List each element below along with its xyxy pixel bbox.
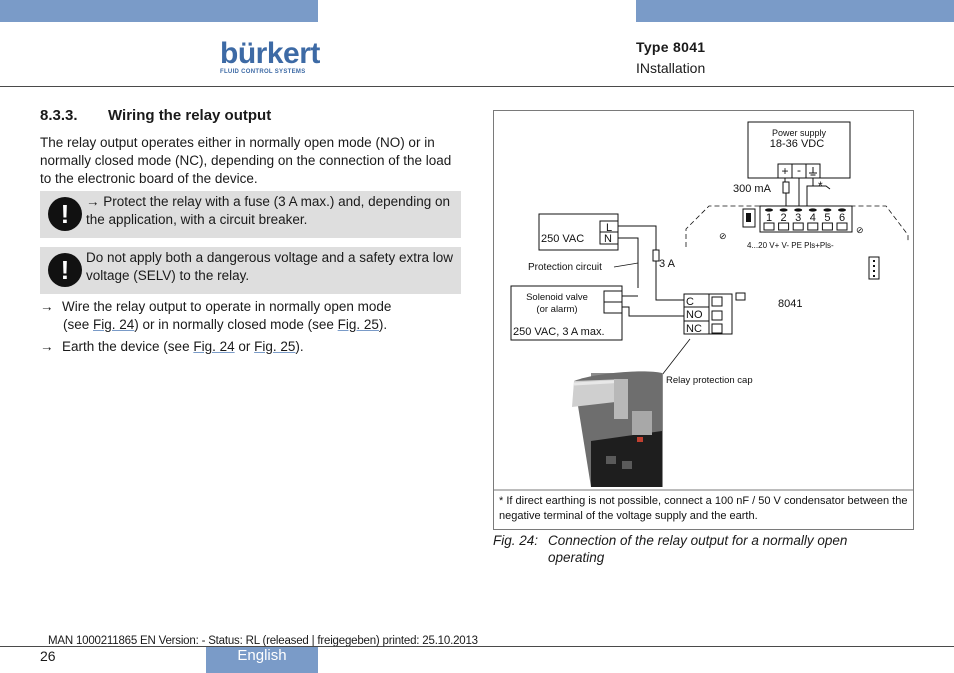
relay-nc-label: NC [686,323,702,335]
device-label: 8041 [778,298,802,310]
arrow-glyph: → [86,194,100,209]
connector-pins [873,260,875,277]
instruction-text: or [234,339,255,354]
figure-caption: Fig. 24: Connection of the relay output f… [493,532,873,566]
footer-divider [0,646,954,647]
power-supply-label: Power supply [772,128,827,138]
fuse-label: 3 A [659,258,676,270]
terminal-screw [779,208,788,212]
current-label: 300 mA [733,183,772,195]
solenoid-sublabel: (or alarm) [536,304,577,315]
logo-wordmark: bürkert [220,37,320,70]
relay-no-label: NO [686,309,703,321]
terminal-slot [836,222,848,231]
terminal-function-labels: 4...20 V+ V- PE Pls+Pls- [747,241,834,250]
fig24-link[interactable]: Fig. 24 [193,339,235,354]
terminal-number-2: 2 [781,212,787,224]
doc-section: INstallation [636,60,706,76]
terminal-number-4: 4 [810,212,816,224]
instruction-text: Wire the relay output to operate in norm… [62,299,392,314]
terminal-slot [821,222,833,231]
fig25-link[interactable]: Fig. 25 [254,339,296,354]
terminal-number-5: 5 [824,212,830,224]
power-voltage-label: 18-36 VDC [770,138,824,150]
instruction-text: ). [378,317,388,332]
arrow-glyph: → [40,339,54,354]
warning-box-selv: ! Do not apply both a dangerous voltage … [40,247,461,294]
connector-block [868,256,880,280]
burkert-logo: bürkert FLUID CONTROL SYSTEMS [220,37,320,76]
warning-fuse-text: Protect the relay with a fuse (3 A max.)… [86,194,450,227]
caption-text: Connection of the relay output for a nor… [548,533,848,565]
terminal-screws [763,208,848,231]
screw-mark: ⊘ [719,231,727,241]
plus-terminal: + [781,164,788,178]
warning-box-fuse: ! → Protect the relay with a fuse (3 A m… [40,191,461,238]
warning-text-fuse: → Protect the relay with a fuse (3 A max… [86,193,460,229]
relay-cap-photo [572,371,663,487]
doc-type: Type 8041 [636,39,706,55]
relay-c-label: C [686,296,694,308]
neutral-terminal: N [604,233,612,245]
terminal-slot [807,222,819,231]
instruction-earth-device: → Earth the device (see Fig. 24 or Fig. 2… [40,338,460,356]
relay-block [683,293,733,335]
terminal-screw [794,208,803,212]
section-heading: 8.3.3. Wiring the relay output [40,107,271,124]
solenoid-label: Solenoid valve [526,292,588,303]
terminal-screw [838,208,846,212]
instruction-text: ). [295,339,304,354]
terminal-number-1: 1 [766,212,772,224]
vac-supply-label: 250 VAC [541,233,584,245]
fig25-link[interactable]: Fig. 25 [337,317,379,332]
switch-knob [746,213,751,222]
protection-circuit-label: Protection circuit [528,262,602,273]
terminal-slot [792,222,804,231]
intro-paragraph: The relay output operates either in norm… [40,135,452,186]
footnote-text: * If direct earthing is not possible, co… [499,495,908,522]
screw-mark: ⊘ [856,225,864,235]
terminal-screw [808,208,817,212]
language-tab: English [206,647,318,673]
exclamation-icon: ! [48,253,82,287]
relay-cap-label: Relay protection cap [666,375,753,386]
terminal-slot [763,222,775,231]
terminal-number-6: 6 [839,212,845,224]
fuse-300ma [782,181,790,194]
page-number: 26 [40,648,56,664]
instruction-text: Earth the device (see [62,339,194,354]
section-number: 8.3.3. [40,107,78,124]
instruction-text: ) or in normally closed mode (see [134,317,338,332]
logo-subtitle: FLUID CONTROL SYSTEMS [220,69,306,75]
line-terminal: L [606,222,612,234]
section-title: Wiring the relay output [108,107,272,124]
footer-meta: MAN 1000211865 EN Version: - Status: RL … [48,635,478,647]
terminal-screw [765,208,773,212]
terminal-number-3: 3 [795,212,801,224]
header-divider [0,86,954,87]
earth-symbol [809,167,817,176]
terminal-slot [778,222,790,231]
minus-terminal: - [797,163,801,177]
caption-label: Fig. 24: [493,533,539,548]
led-indicator [735,292,746,301]
header-band-left [0,0,318,22]
header-band-right [636,0,954,22]
instruction-text: (see [63,317,94,332]
warning-text-selv: Do not apply both a dangerous voltage an… [86,250,453,283]
solenoid-rating: 250 VAC, 3 A max. [513,326,605,338]
instruction-wire-relay: → Wire the relay output to operate in nor… [40,298,460,334]
arrow-glyph: → [40,299,54,314]
fig24-link[interactable]: Fig. 24 [93,317,135,332]
terminal-screw [823,208,832,212]
exclamation-icon: ! [48,197,82,231]
